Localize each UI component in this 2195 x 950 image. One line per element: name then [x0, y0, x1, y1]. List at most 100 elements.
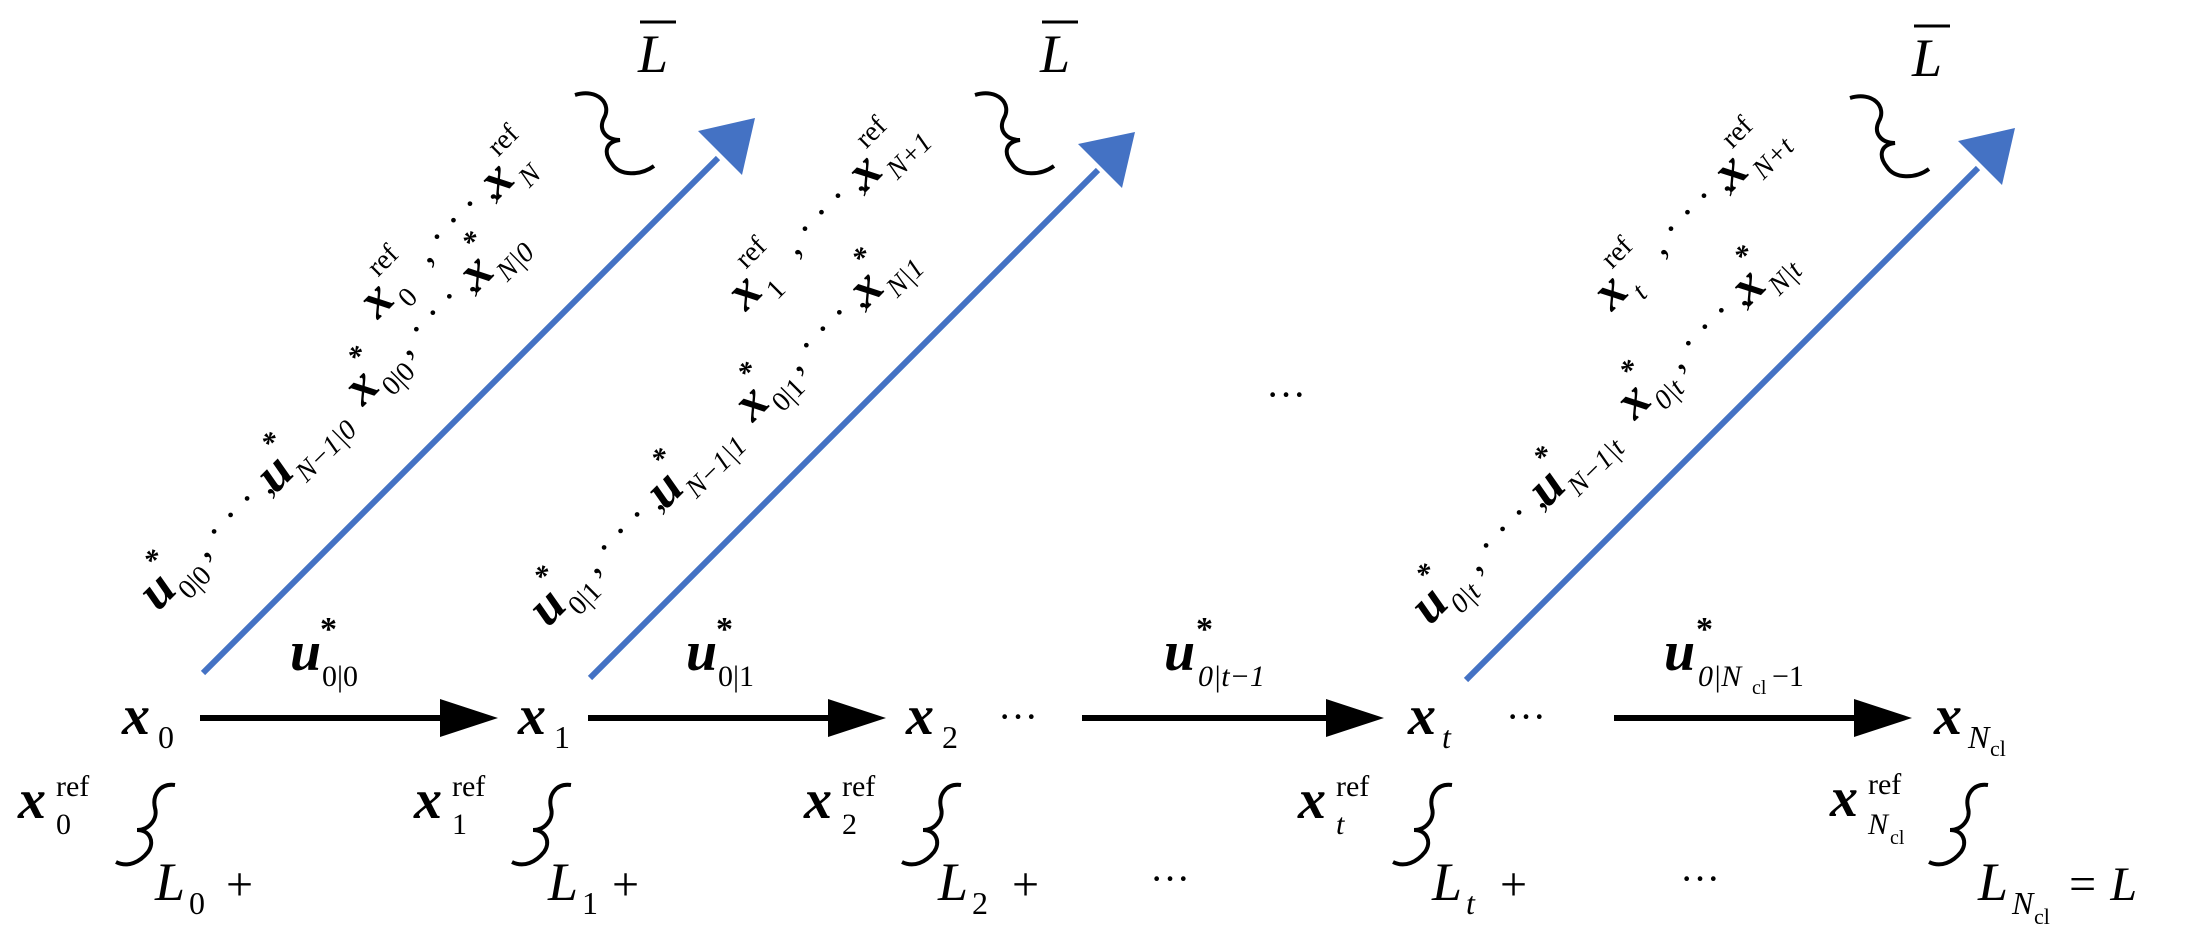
cost-L0: 0 L 0 +: [154, 852, 253, 921]
svg-text:x: x: [905, 685, 934, 747]
svg-text:N: N: [1867, 808, 1890, 841]
state-xt: x t: [1407, 685, 1452, 755]
svg-text:0|1: 0|1: [718, 660, 754, 693]
svg-text:ref: ref: [1336, 770, 1369, 803]
svg-text:0|0: 0|0: [322, 660, 358, 693]
horizon-label-t: u * 0|t , · · · , u * N−1|t x * 0|t , · …: [1398, 24, 1950, 634]
brace-1: [511, 782, 572, 867]
svg-text:x: x: [803, 769, 832, 831]
svg-text:x: x: [1933, 685, 1962, 747]
svg-text:N: N: [1967, 719, 1991, 755]
svg-text:+: +: [612, 858, 639, 911]
svg-text:*: *: [1196, 611, 1213, 648]
state-xncl: x N cl: [1933, 685, 2006, 761]
transition-arrow-t-1: [1082, 699, 1384, 737]
ref-xncl: x ref N cl: [1829, 767, 1989, 867]
svg-text:L: L: [1911, 28, 1942, 88]
svg-text:x: x: [121, 685, 150, 747]
horizon-brace-t: [1849, 94, 1931, 179]
ref-x1: x ref 1: [413, 769, 572, 867]
svg-text:−1: −1: [1772, 660, 1804, 693]
ref-xt: x ref t: [1297, 769, 1453, 867]
svg-text:+: +: [1012, 858, 1039, 911]
svg-text:*: *: [320, 611, 337, 648]
horizon-arrow-t: [1463, 128, 2015, 683]
cost-Lncl: L N cl = L: [1977, 852, 2137, 929]
svg-text:L: L: [1431, 852, 1462, 912]
svg-text:L: L: [637, 24, 668, 84]
ellipsis-row-a: ···: [998, 694, 1038, 739]
transition-label-ncl-1: u * 0|N cl −1: [1664, 611, 1804, 699]
transition-arrow-0: [200, 699, 498, 737]
svg-text:0: 0: [56, 808, 71, 841]
horizon-arrow-0: [200, 118, 755, 676]
svg-text:0|N: 0|N: [1698, 660, 1743, 693]
svg-text:u: u: [290, 621, 321, 683]
svg-text:1: 1: [554, 719, 570, 755]
transition-arrow-1: [588, 699, 886, 737]
horizon-brace-1: [974, 91, 1056, 176]
brace-t: [1392, 782, 1453, 867]
svg-text:L: L: [154, 852, 185, 912]
svg-text:ref: ref: [842, 770, 875, 803]
svg-text:x: x: [517, 685, 546, 747]
svg-text:u: u: [1164, 621, 1195, 683]
svg-text:0: 0: [189, 885, 205, 921]
svg-text:x: x: [713, 262, 772, 321]
svg-text:x: x: [1829, 767, 1858, 829]
horizon-arrow-1: [587, 132, 1135, 681]
ellipsis-row-b: ···: [1506, 694, 1546, 739]
ellipsis-cost-a: ···: [1150, 856, 1190, 901]
svg-text:N−1|0: N−1|0: [289, 415, 363, 489]
brace-0: [115, 782, 176, 867]
svg-text:ref: ref: [56, 770, 89, 803]
svg-text:u: u: [1664, 621, 1695, 683]
svg-text:*: *: [716, 611, 733, 648]
svg-text:x: x: [1579, 262, 1638, 321]
svg-text:2: 2: [972, 885, 988, 921]
state-x0: x 0: [121, 685, 174, 755]
svg-text:u: u: [686, 621, 717, 683]
svg-text:t: t: [1466, 885, 1476, 921]
cost-Lt: L t +: [1431, 852, 1527, 921]
svg-text:ref: ref: [1868, 768, 1901, 801]
svg-text:cl: cl: [1752, 677, 1767, 699]
ref-x2: x ref 2: [803, 769, 962, 867]
svg-text:1: 1: [582, 885, 598, 921]
svg-text:t: t: [1336, 808, 1345, 841]
svg-text:2: 2: [842, 808, 857, 841]
svg-text:+: +: [226, 858, 253, 911]
horizon-brace-0: [574, 91, 656, 176]
svg-text:cl: cl: [1990, 736, 2006, 761]
svg-text:= L: = L: [2066, 858, 2137, 911]
svg-text:L: L: [547, 852, 578, 912]
svg-text:L: L: [937, 852, 968, 912]
svg-text:x: x: [1297, 769, 1326, 831]
state-x2: x 2: [905, 685, 958, 755]
svg-text:cl: cl: [2034, 904, 2050, 929]
svg-text:L: L: [1977, 852, 2008, 912]
cost-L2: L 2 +: [937, 852, 1039, 921]
svg-text:N−1|1: N−1|1: [679, 431, 753, 505]
svg-text:t: t: [1442, 719, 1452, 755]
transition-arrow-ncl-1: [1614, 699, 1912, 737]
svg-text:+: +: [1500, 858, 1527, 911]
ellipsis-middle: ···: [1266, 372, 1306, 417]
brace-ncl: [1928, 782, 1989, 867]
svg-text:x: x: [17, 769, 46, 831]
svg-text:cl: cl: [1890, 827, 1905, 849]
svg-text:L: L: [1039, 24, 1070, 84]
ref-x0: x ref 0: [17, 769, 176, 867]
ellipsis-cost-b: ···: [1680, 856, 1720, 901]
transition-label-0: u * 0|0: [290, 611, 358, 693]
svg-text:*: *: [1696, 611, 1713, 648]
svg-text:0|t−1: 0|t−1: [1198, 660, 1265, 693]
svg-text:2: 2: [942, 719, 958, 755]
svg-text:ref: ref: [452, 770, 485, 803]
state-x1: x 1: [517, 685, 570, 755]
brace-2: [901, 782, 962, 867]
svg-text:1: 1: [452, 808, 467, 841]
transition-label-1: u * 0|1: [686, 611, 754, 693]
horizon-label-1: u * 0|1 , · · · , u * N−1|1 x * 0|1 , · …: [516, 20, 1078, 636]
